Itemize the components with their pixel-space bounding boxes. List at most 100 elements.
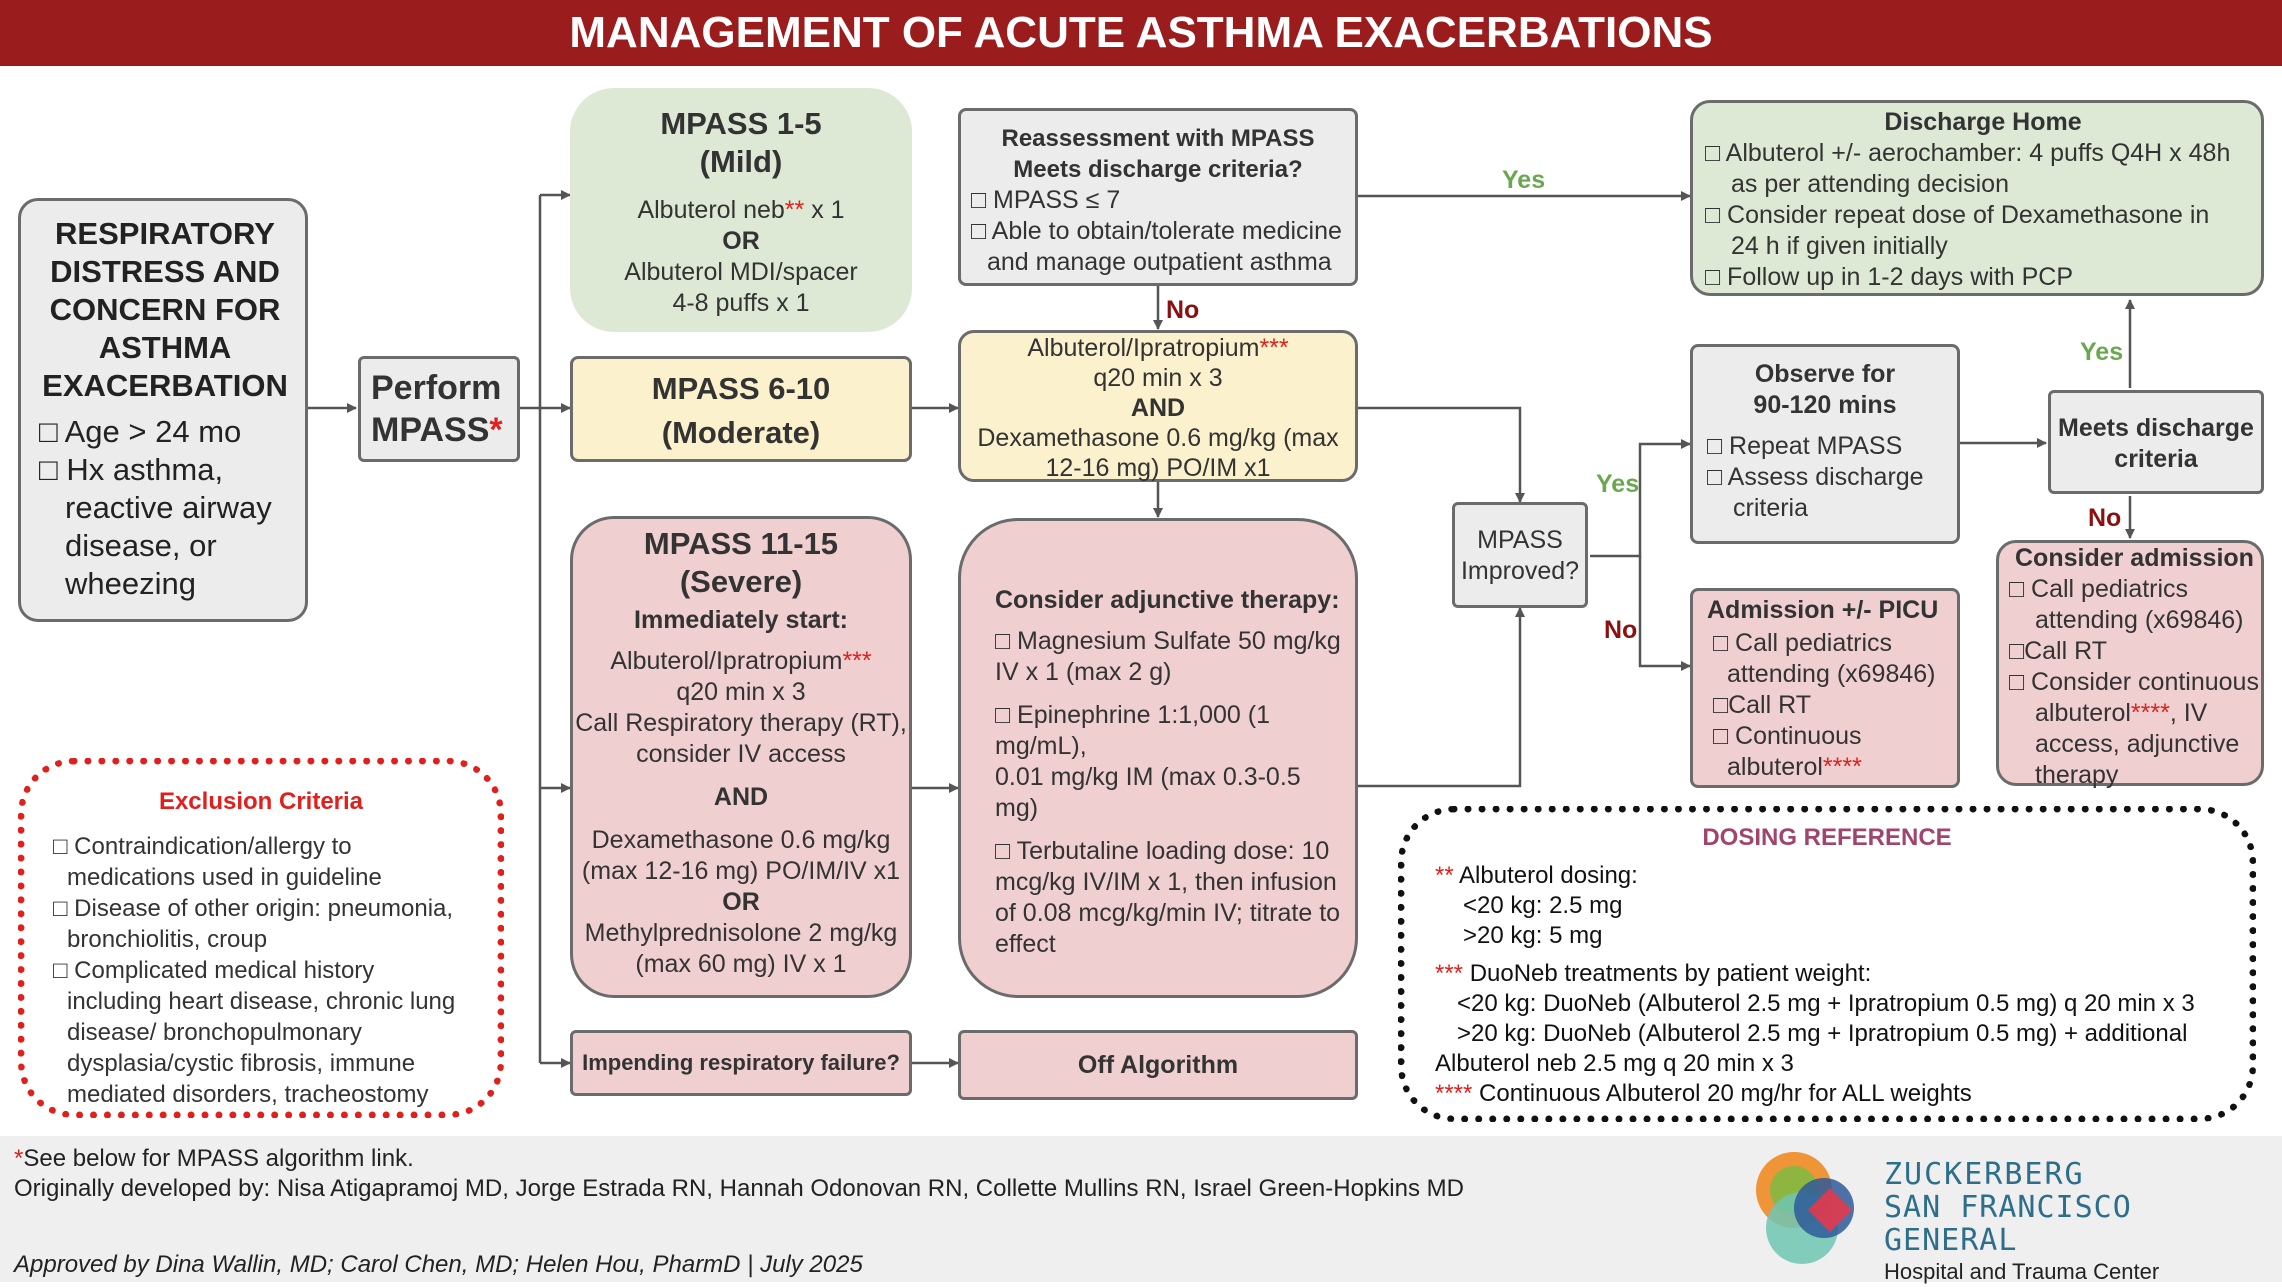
- consider-admission-item: , IV: [2169, 699, 2208, 727]
- admission-item: attending (x69846): [1727, 660, 1936, 688]
- severe-and: AND: [713, 783, 769, 811]
- no-label: No: [1604, 616, 1638, 644]
- criteria-item: reactive airway: [65, 490, 272, 525]
- mild-text: 4-8 puffs x 1: [672, 289, 810, 317]
- exclusion-line: □ Contraindication/allergy to: [53, 833, 352, 860]
- adjunct-item: □ Epinephrine 1:1,000 (1 mg/mL), 0.01 mg…: [995, 700, 1355, 824]
- reassess-item: □ Able to obtain/tolerate medicine: [971, 217, 1342, 245]
- zsfg-logo-text: ZUCKERBERG SAN FRANCISCO GENERAL Hospita…: [1884, 1158, 2282, 1287]
- dosing-text: Albuterol dosing:: [1453, 862, 1638, 889]
- discharge-item: 24 h if given initially: [1731, 232, 1948, 260]
- footer-approved: Approved by Dina Wallin, MD; Carol Chen,…: [14, 1251, 863, 1278]
- start-heading: RESPIRATORY DISTRESS AND CONCERN FOR AST…: [39, 215, 291, 405]
- no-label: No: [1166, 296, 1200, 324]
- adjunct-text: 0.01 mg/kg IM (max 0.3-0.5: [995, 763, 1301, 791]
- start-heading-line: RESPIRATORY: [55, 216, 275, 251]
- footnote-star: ***: [1259, 334, 1289, 362]
- mild-text: Albuterol neb: [637, 196, 785, 224]
- adjunct-text: mg): [995, 794, 1039, 822]
- exclusion-line: mediated disorders, tracheostomy: [67, 1081, 429, 1108]
- adjunct-text: □ Terbutaline loading dose: 10: [995, 837, 1330, 865]
- reassess-item: □ MPASS ≤ 7: [971, 186, 1121, 214]
- adjunct-text: effect: [995, 930, 1056, 958]
- start-box: RESPIRATORY DISTRESS AND CONCERN FOR AST…: [18, 198, 308, 622]
- logo-line: SAN FRANCISCO GENERAL: [1884, 1190, 2132, 1258]
- mpass-improved-box: MPASS Improved?: [1452, 502, 1588, 608]
- discharge-item: as per attending decision: [1731, 170, 2009, 198]
- criteria-item: □ Hx asthma,: [39, 452, 224, 487]
- moderate-tx-text: q20 min x 3: [1093, 364, 1223, 392]
- admission-item: albuterol: [1727, 753, 1823, 781]
- consider-admission-box: Consider admission □ Call pediatrics att…: [1996, 540, 2264, 789]
- mild-text: x 1: [804, 196, 845, 224]
- admission-title: Admission +/- PICU: [1707, 596, 1939, 624]
- moderate-treatment-box: Albuterol/Ipratropium*** q20 min x 3 AND…: [958, 330, 1358, 482]
- severe-text: (max 12-16 mg) PO/IM/IV x1: [581, 857, 901, 885]
- no-label: No: [2088, 504, 2122, 532]
- dosing-text: Continuous Albuterol 20 mg/hr for ALL we…: [1472, 1080, 1972, 1107]
- criteria-item: □ Age > 24 mo: [39, 414, 242, 449]
- consider-admission-title: Consider admission: [2015, 544, 2254, 572]
- footnote-star: **: [784, 196, 805, 224]
- dosing-text: <20 kg: DuoNeb (Albuterol 2.5 mg + Iprat…: [1457, 990, 2195, 1017]
- adjunct-item: □ Magnesium Sulfate 50 mg/kg IV x 1 (max…: [995, 626, 1355, 688]
- logo-line: Hospital and Trauma Center: [1884, 1259, 2160, 1284]
- adjunct-item: □ Terbutaline loading dose: 10 mcg/kg IV…: [995, 836, 1355, 960]
- moderate-subtitle: (Moderate): [661, 415, 821, 450]
- severe-text: Albuterol/Ipratropium: [610, 647, 843, 675]
- mild-subtitle: (Mild): [699, 144, 783, 179]
- adjunct-text: mcg/kg IV/IM x 1, then infusion: [995, 868, 1337, 896]
- meets-discharge-box: Meets discharge criteria: [2048, 390, 2264, 494]
- observe-title: 90-120 mins: [1753, 391, 1897, 419]
- moderate-tx-text: Albuterol/Ipratropium: [1027, 334, 1260, 362]
- off-algorithm-box: Off Algorithm: [958, 1030, 1358, 1100]
- severe-or: OR: [722, 888, 760, 916]
- moderate-box: MPASS 6-10 (Moderate): [570, 356, 912, 462]
- dosing-text: >20 kg: 5 mg: [1463, 922, 1603, 949]
- perform-mpass-box: Perform MPASS*: [358, 356, 520, 462]
- exclusion-line: □ Disease of other origin: pneumonia,: [53, 895, 454, 922]
- start-heading-line: CONCERN FOR: [49, 292, 281, 327]
- exclusion-title: Exclusion Criteria: [158, 788, 364, 815]
- improved-text: Improved?: [1460, 557, 1580, 585]
- footnote-star: ***: [1435, 960, 1464, 987]
- footnote-star: ****: [1822, 753, 1862, 781]
- footnote-star: ***: [842, 647, 872, 675]
- adjunctive-box: Consider adjunctive therapy: □ Magnesium…: [958, 518, 1358, 998]
- severe-text: Call Respiratory therapy (RT),: [575, 709, 907, 737]
- mild-title: MPASS 1-5: [660, 106, 822, 141]
- reassessment-box: Reassessment with MPASS Meets discharge …: [958, 108, 1358, 286]
- impending-text: Impending respiratory failure?: [582, 1050, 900, 1075]
- adjunct-text: □ Epinephrine 1:1,000 (1 mg/mL),: [995, 701, 1271, 760]
- footnote-star: **: [1435, 862, 1454, 889]
- footer-developed: Originally developed by: Nisa Atigapramo…: [14, 1175, 1464, 1202]
- exclusion-line: dysplasia/cystic fibrosis, immune: [67, 1050, 416, 1077]
- adjunct-text: □ Magnesium Sulfate 50 mg/kg: [995, 627, 1341, 655]
- start-heading-line: ASTHMA: [98, 330, 232, 365]
- reassess-title: Reassessment with MPASS: [1001, 125, 1315, 152]
- footer-note: See below for MPASS algorithm link.: [23, 1145, 414, 1172]
- yes-label: Yes: [1502, 166, 1546, 194]
- discharge-item: □ Follow up in 1-2 days with PCP: [1705, 263, 2074, 291]
- footer-notes: *See below for MPASS algorithm link. Ori…: [14, 1144, 1464, 1204]
- yes-label: Yes: [2080, 338, 2124, 366]
- discharge-item: □ Albuterol +/- aerochamber: 4 puffs Q4H…: [1705, 139, 2231, 167]
- discharge-home-box: Discharge Home □ Albuterol +/- aerochamb…: [1690, 100, 2264, 296]
- adjunct-text: of 0.08 mcg/kg/min IV; titrate to: [995, 899, 1341, 927]
- observe-box: Observe for 90-120 mins □ Repeat MPASS □…: [1690, 344, 1960, 544]
- title-text: MANAGEMENT OF ACUTE ASTHMA EXACERBATIONS: [569, 8, 1713, 57]
- consider-admission-item: □ Call pediatrics: [2009, 575, 2189, 603]
- impending-failure-box: Impending respiratory failure?: [570, 1030, 912, 1096]
- severe-subtitle: (Severe): [679, 564, 803, 599]
- consider-admission-item: access, adjunctive: [2035, 730, 2240, 758]
- footnote-star: ****: [1435, 1080, 1473, 1107]
- logo-line: ZUCKERBERG: [1884, 1157, 2085, 1192]
- consider-admission-item: attending (x69846): [2035, 606, 2244, 634]
- exclusion-line: bronchiolitis, croup: [67, 926, 268, 953]
- severe-box: MPASS 11-15 (Severe) Immediately start: …: [570, 516, 912, 998]
- admission-item: □ Continuous: [1713, 722, 1862, 750]
- off-algorithm-text: Off Algorithm: [1077, 1051, 1239, 1079]
- discharge-item: □ Consider repeat dose of Dexamethasone …: [1705, 201, 2210, 229]
- severe-title: MPASS 11-15: [643, 526, 839, 561]
